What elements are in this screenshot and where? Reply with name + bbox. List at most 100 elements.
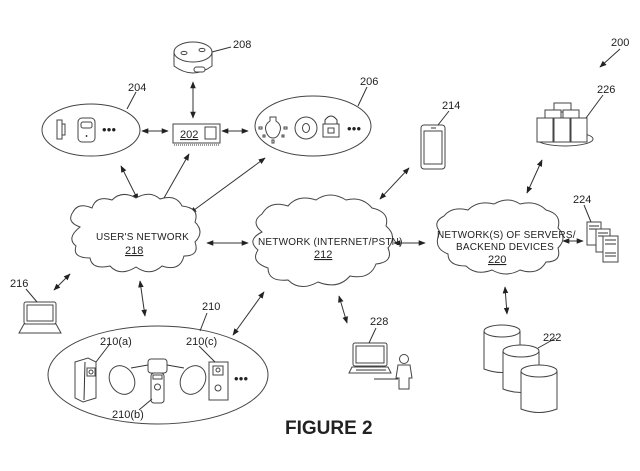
internet-network-212[interactable]: NETWORK (INTERNET/PSTN) 212 — [252, 194, 403, 287]
arrow-220-222 — [502, 286, 510, 315]
ref-label-224: 224 — [573, 194, 591, 206]
arrow-206-218 — [189, 157, 266, 214]
cloud-shape — [436, 199, 564, 275]
cloud-shape — [70, 193, 201, 273]
person-head-icon — [399, 354, 409, 364]
api-servers-224[interactable]: 224 — [573, 194, 619, 263]
laptop-screen-icon — [355, 345, 385, 364]
leader-204 — [126, 91, 137, 110]
arrow-200-pointer — [599, 48, 621, 68]
leader-210c — [198, 345, 216, 363]
user-laptop-216[interactable]: 216 — [10, 278, 62, 334]
arrow-212-228 — [338, 295, 348, 324]
motion-sensor-lens-icon — [80, 121, 93, 129]
arrow-214-212 — [379, 167, 410, 200]
ref-label-200: 200 — [611, 37, 629, 49]
door-sensor-icon — [56, 119, 63, 140]
ref-label-218: 218 — [125, 245, 143, 257]
hub-device-202[interactable]: 202 — [172, 123, 221, 146]
backend-network-220[interactable]: NETWORK(S) OF SERVERS/ BACKEND DEVICES 2… — [436, 199, 576, 275]
arrow-210-212 — [232, 291, 265, 336]
camera-group-210[interactable]: 210 210(a) 210(b) — [47, 301, 269, 425]
floodlight-lamp-icon — [108, 365, 136, 395]
floodlight-camera-top — [152, 374, 163, 380]
speaker-port-icon — [193, 66, 206, 73]
arrow-226-220 — [526, 159, 543, 194]
leader-226 — [585, 94, 604, 119]
floodlight-arm — [130, 364, 149, 369]
phone-screen-icon — [423, 130, 443, 165]
doorbell-edge — [83, 361, 86, 401]
light-ray-icon — [283, 126, 288, 130]
doorbell-lens-dot-icon — [88, 369, 94, 375]
ref-label-216: 216 — [10, 278, 28, 290]
leader-224 — [583, 204, 592, 223]
leader-228 — [368, 327, 377, 344]
arrow-216-218 — [53, 273, 71, 291]
hub-display-icon — [204, 126, 217, 140]
more-devices-ellipsis: ••• — [234, 371, 249, 386]
light-ray-icon — [281, 134, 285, 138]
ref-label-204: 204 — [128, 82, 146, 94]
arrow-204-218 — [120, 165, 139, 201]
laptop-base-icon — [18, 323, 62, 334]
voice-speaker-208[interactable]: 208 — [173, 39, 251, 74]
server-cluster-226[interactable]: 226 — [536, 84, 615, 147]
ref-label-226: 226 — [597, 84, 615, 96]
users-network-218[interactable]: USER'S NETWORK 218 — [70, 193, 201, 273]
ref-label-206: 206 — [360, 76, 378, 88]
light-ray-icon — [262, 134, 266, 138]
motion-sensor-led-icon — [85, 135, 88, 137]
speaker-button-icon — [198, 47, 206, 53]
ref-label-228: 228 — [370, 316, 388, 328]
light-bulb-icon — [265, 116, 281, 139]
floodlight-lamp-icon — [179, 365, 207, 395]
sensor-group-204[interactable]: ••• 204 — [41, 82, 146, 157]
databases-222[interactable]: 222 — [483, 324, 561, 413]
speaker-button-icon — [180, 50, 188, 56]
arrow-218-210 — [138, 280, 147, 317]
light-ray-icon — [258, 126, 263, 130]
leader-208 — [211, 46, 232, 53]
doorbell-button-icon — [214, 384, 222, 392]
lock-shackle-icon — [324, 115, 338, 124]
admin-station-228[interactable]: 228 — [348, 316, 413, 390]
ref-label-214: 214 — [442, 100, 460, 112]
lock-keyhole-icon — [327, 127, 335, 134]
leader-216 — [25, 288, 38, 303]
connections — [53, 48, 621, 336]
speaker-top-icon — [173, 41, 213, 63]
ref-label-210a: 210(a) — [100, 336, 132, 348]
ref-label-210: 210 — [202, 301, 220, 313]
automation-group-206[interactable]: ••• 206 — [254, 76, 378, 157]
door-sensor-magnet-icon — [61, 123, 66, 136]
camera-210b[interactable]: 210(b) — [104, 358, 211, 421]
leader-210 — [199, 312, 208, 332]
ref-label-212: 212 — [314, 249, 332, 261]
camera-210c[interactable]: 210(c) — [186, 336, 229, 401]
cloud-shape — [252, 194, 393, 287]
ref-label-210c: 210(c) — [186, 336, 217, 348]
leader-214 — [437, 110, 450, 126]
floodlight-arm — [166, 364, 185, 369]
database-cylinder-icon — [520, 364, 558, 413]
leader-210a — [95, 344, 110, 363]
ref-label-220: 220 — [488, 254, 506, 266]
doorbell-camera-icon — [74, 357, 97, 403]
more-devices-ellipsis: ••• — [347, 121, 362, 136]
server-box-icon — [570, 117, 588, 143]
leader-210b — [138, 398, 153, 411]
more-devices-ellipsis: ••• — [102, 122, 117, 137]
cloud-caption-line-1: NETWORK(S) OF SERVERS/ — [437, 230, 576, 241]
arrow-202-218 — [159, 153, 190, 206]
mobile-device-214[interactable]: 214 — [420, 100, 460, 170]
cloud-caption-line-2: BACKEND DEVICES — [456, 242, 554, 253]
camera-210a[interactable]: 210(a) — [74, 336, 132, 403]
floodlight-mount-icon — [147, 358, 168, 374]
ref-label-210b: 210(b) — [112, 409, 144, 421]
floodlight-lens-icon — [154, 383, 161, 391]
ref-label-208: 208 — [233, 39, 251, 51]
person-body-icon — [395, 364, 413, 390]
doorbell-lens-dot-icon — [215, 367, 221, 373]
